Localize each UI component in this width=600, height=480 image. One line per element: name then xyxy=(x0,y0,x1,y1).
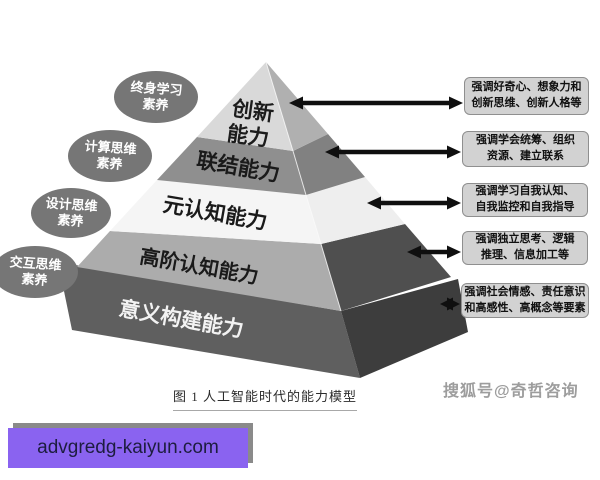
annotation-box-meaning: 强调社会情感、责任意识 和高感性、高概念等要素 xyxy=(461,283,589,318)
annotation-line2: 创新思维、创新人格等 xyxy=(471,97,582,109)
bubble-label-line2: 素养 xyxy=(141,96,169,113)
annotation-box-connection: 强调学会统筹、组织 资源、建立联系 xyxy=(462,131,589,167)
pyramid-level4-right-face xyxy=(321,224,451,311)
url-banner[interactable]: advgredg-kaiyun.com xyxy=(8,428,248,468)
connector-arrow-1 xyxy=(289,96,463,110)
annotation-line2: 资源、建立联系 xyxy=(487,150,564,162)
connector-arrow-5 xyxy=(440,297,460,311)
figure-caption-text: 图 1 人工智能时代的能力模型 xyxy=(172,386,357,411)
figure-caption: 图 1 人工智能时代的能力模型 xyxy=(150,386,380,411)
bubble-label-line2: 素养 xyxy=(56,212,84,229)
pyramid-level2-front-face xyxy=(157,137,306,195)
bubble-computational-thinking: 计算思维 素养 xyxy=(68,130,152,182)
bubble-label-line1: 交互思维 xyxy=(9,253,63,273)
pyramid-level5-right-face xyxy=(341,279,468,378)
pyramid-level5-front-face xyxy=(58,262,360,378)
bubble-interactive-thinking: 交互思维 素养 xyxy=(0,246,78,298)
url-banner-text: advgredg-kaiyun.com xyxy=(37,437,219,458)
bubble-label-line2: 素养 xyxy=(95,155,123,172)
annotation-line1: 强调好奇心、想象力和 xyxy=(471,81,582,94)
annotation-line2: 推理、信息加工等 xyxy=(481,249,569,261)
annotation-box-higher-order: 强调独立思考、逻辑 推理、信息加工等 xyxy=(462,231,588,265)
bubble-design-thinking: 设计思维 素养 xyxy=(31,188,111,238)
pyramid-level3-right-face xyxy=(306,177,405,244)
annotation-line1: 强调学会统筹、组织 xyxy=(476,134,575,147)
bubble-label-line1: 设计思维 xyxy=(45,194,99,214)
annotation-line1: 强调社会情感、责任意识 xyxy=(464,285,586,298)
connector-arrow-3 xyxy=(367,196,461,210)
connector-arrow-4 xyxy=(407,245,461,259)
annotation-box-innovation: 强调好奇心、想象力和 创新思维、创新人格等 xyxy=(464,77,589,115)
pyramid-level2-right-face xyxy=(293,134,365,195)
annotation-line2: 自我监控和自我指导 xyxy=(475,201,575,213)
bubble-label-line1: 终身学习 xyxy=(130,78,184,98)
bubble-label-line1: 计算思维 xyxy=(84,137,138,157)
bubble-label-line2: 素养 xyxy=(20,271,48,288)
level1-label-line2: 能力 xyxy=(226,121,271,151)
level1-label-line1: 创新 xyxy=(230,96,276,126)
pyramid-level1-front-face xyxy=(197,62,293,151)
bubble-lifelong-learning: 终身学习 素养 xyxy=(114,71,198,123)
pyramid-ridge-line xyxy=(265,61,342,312)
annotation-line1: 强调独立思考、逻辑 xyxy=(475,233,575,246)
pyramid-level4-front-face xyxy=(77,231,341,311)
sohu-watermark: 搜狐号@奇哲咨询 xyxy=(443,383,579,400)
annotation-line2: 和高感性、高概念等要素 xyxy=(464,301,586,314)
pyramid-level3-front-face xyxy=(110,180,321,244)
connector-arrow-2 xyxy=(325,145,461,159)
annotation-line1: 强调学习自我认知、 xyxy=(475,185,575,198)
annotation-box-metacognition: 强调学习自我认知、 自我监控和自我指导 xyxy=(462,183,588,217)
